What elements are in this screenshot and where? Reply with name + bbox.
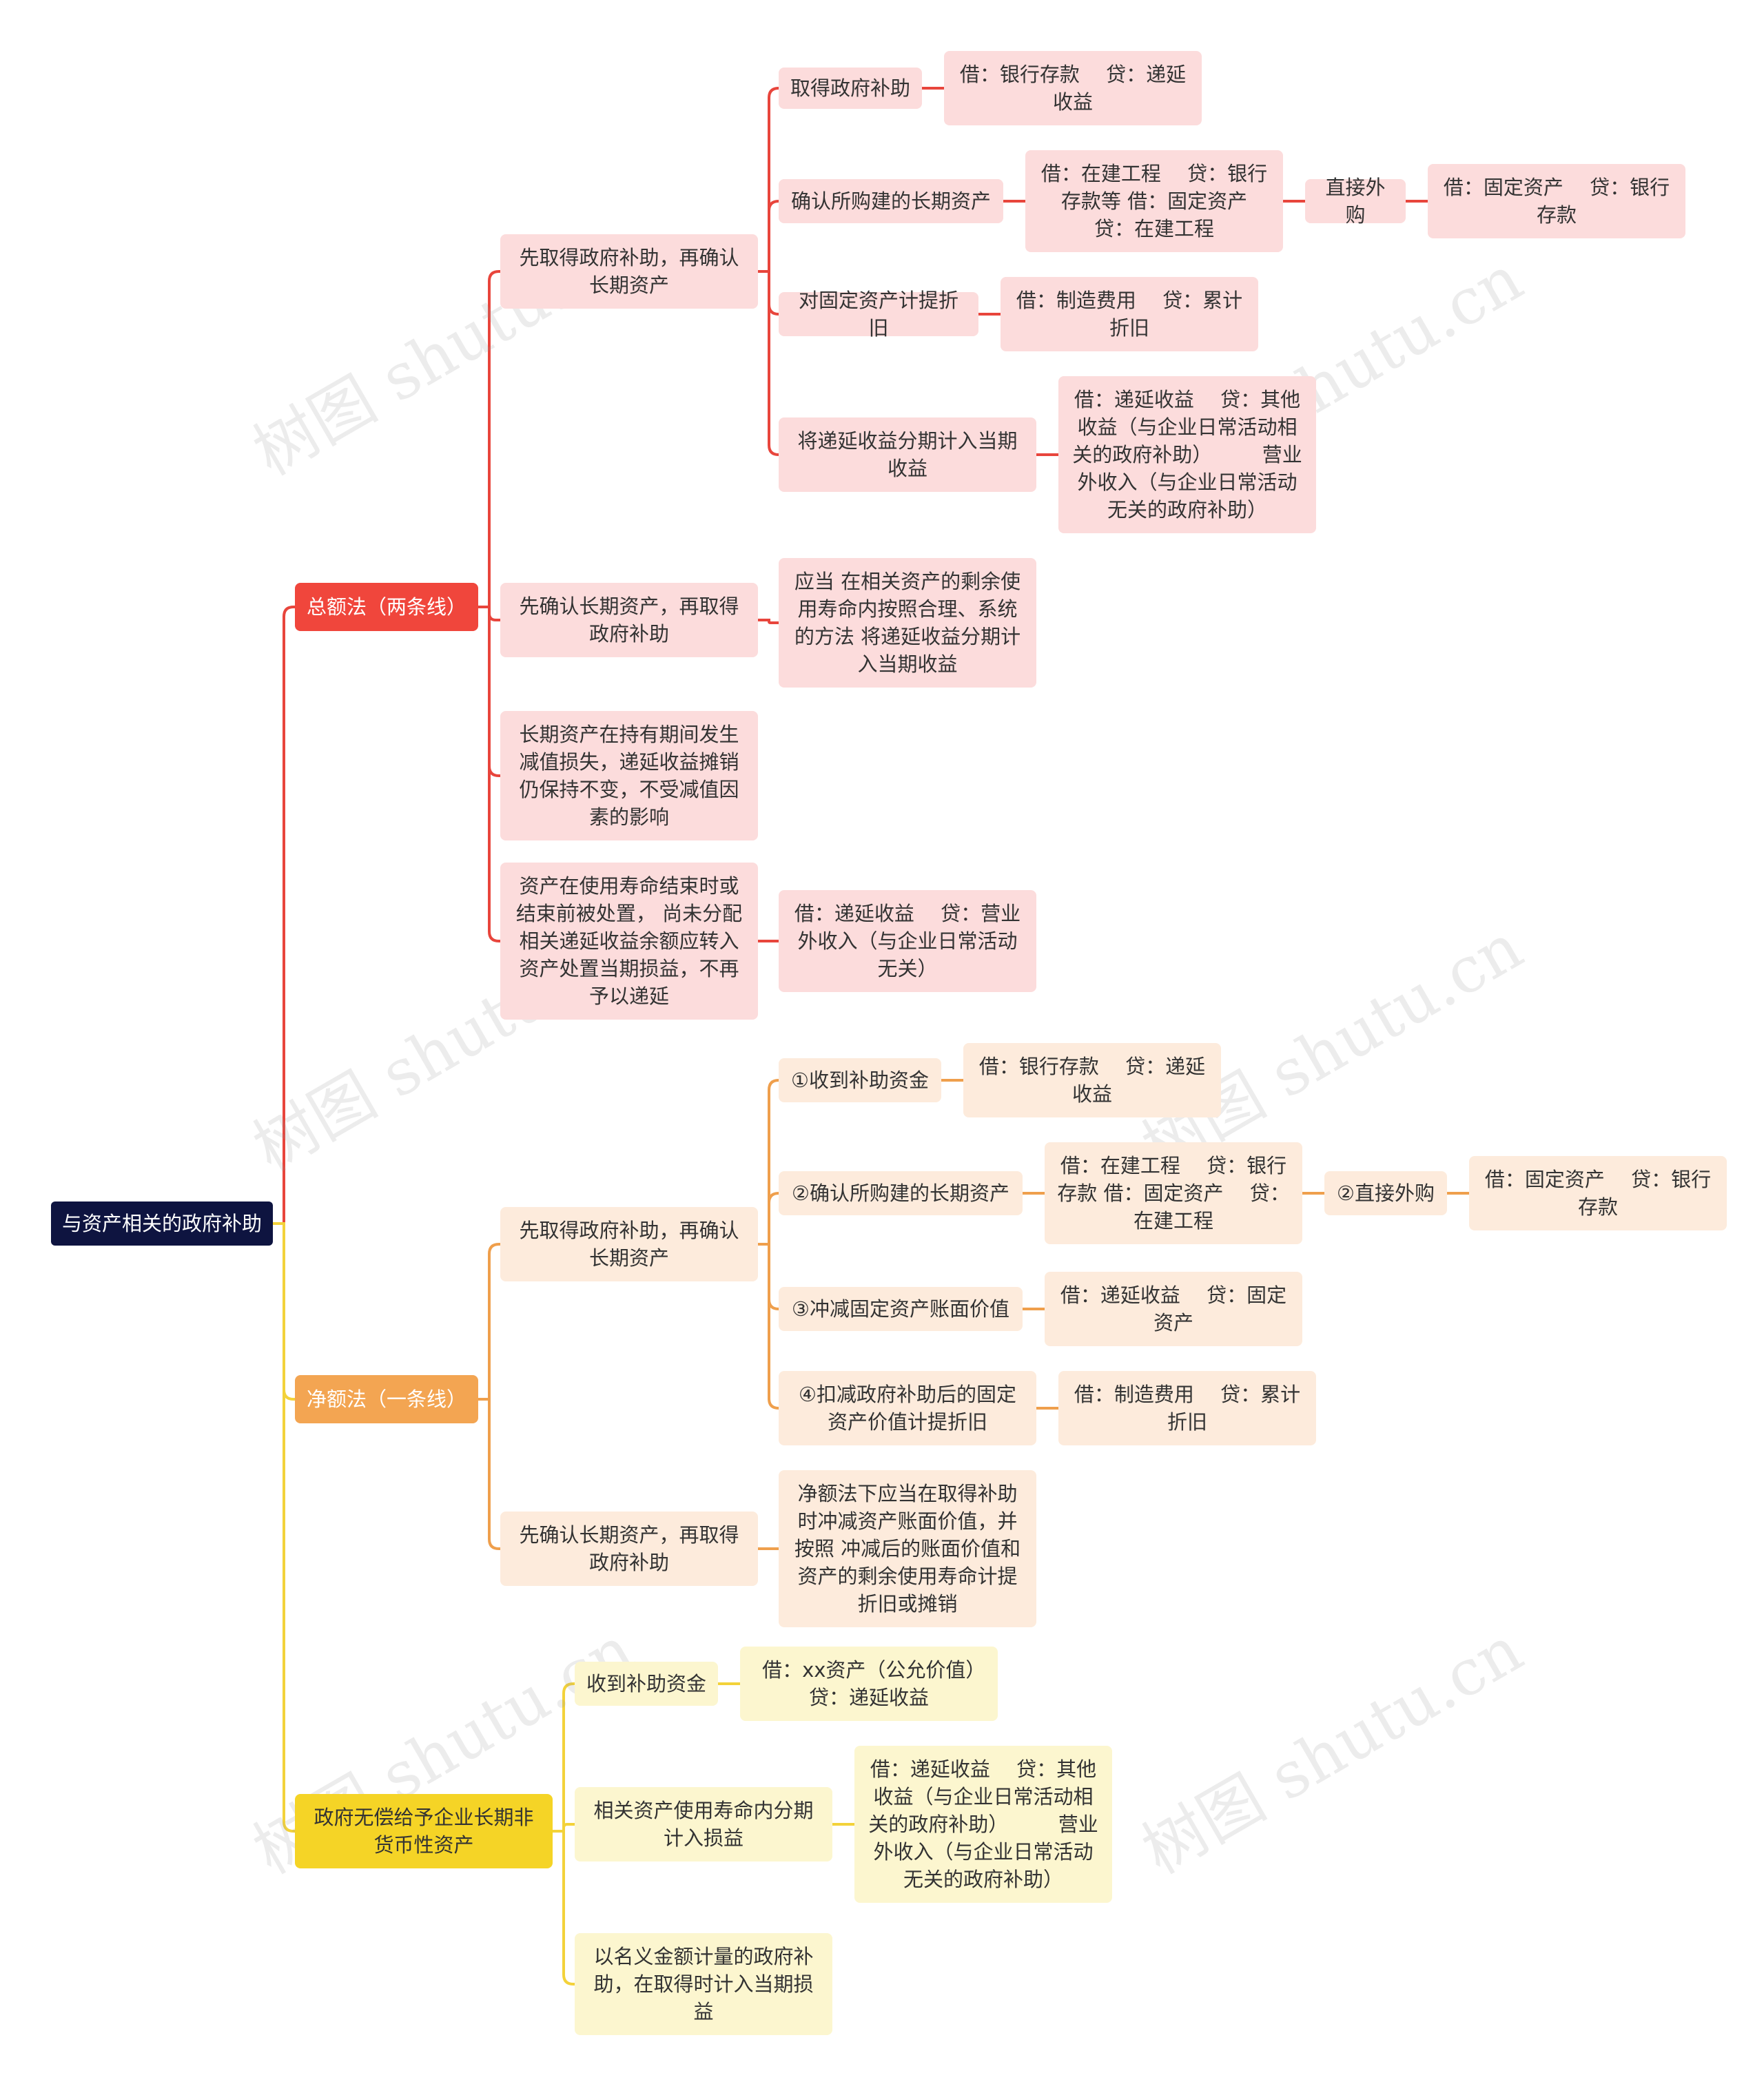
connector-line	[553, 1830, 575, 1986]
journal-entry[interactable]: 借：在建工程 贷：银行存款等 借：固定资产 贷：在建工程	[1025, 150, 1283, 252]
topic-nominal-amount[interactable]: 以名义金额计量的政府补助，在取得时计入当期损益	[575, 1933, 832, 2035]
topic-net-method[interactable]: 净额法（一条线）	[295, 1375, 478, 1423]
journal-entry[interactable]: 借：银行存款 贷：递延收益	[963, 1043, 1221, 1117]
topic-offset-book-value[interactable]: ③冲减固定资产账面价值	[779, 1287, 1023, 1331]
topic-receive-grant[interactable]: ①收到补助资金	[779, 1058, 941, 1102]
topic-detail[interactable]: 应当 在相关资产的剩余使用寿命内按照合理、系统的方法 将递延收益分期计入当期收益	[779, 558, 1036, 688]
connector-line	[758, 87, 779, 273]
root-node[interactable]: 与资产相关的政府补助	[51, 1201, 273, 1246]
connector-line	[758, 1192, 779, 1246]
connector-line	[478, 270, 500, 608]
topic-non-monetary-asset[interactable]: 政府无偿给予企业长期非货币性资产	[295, 1794, 553, 1868]
connector-line	[758, 1243, 779, 1410]
topic-total-method[interactable]: 总额法（两条线）	[295, 583, 478, 631]
journal-entry[interactable]: 借：固定资产 贷：银行存款	[1428, 164, 1685, 238]
topic-asset-first[interactable]: 先确认长期资产，再取得政府补助	[500, 1512, 758, 1586]
connector-line	[758, 200, 779, 273]
topic-disposal[interactable]: 资产在使用寿命结束时或结束前被处置， 尚未分配相关递延收益余额应转入资产处置当期…	[500, 863, 758, 1020]
topic-recognize-asset[interactable]: 确认所购建的长期资产	[779, 179, 1003, 223]
connector-line	[758, 619, 779, 624]
journal-entry[interactable]: 借：递延收益 贷：其他收益（与企业日常活动相关的政府补助） 营业外收入（与企业日…	[854, 1746, 1112, 1903]
journal-entry[interactable]: 借：递延收益 贷：固定资产	[1045, 1272, 1302, 1346]
topic-amortize-to-profit-loss[interactable]: 相关资产使用寿命内分期计入损益	[575, 1787, 832, 1861]
topic-grant-first[interactable]: 先取得政府补助，再确认长期资产	[500, 1207, 758, 1281]
journal-entry[interactable]: 借：递延收益 贷：营业外收入（与企业日常活动无关）	[779, 890, 1036, 992]
topic-recognize-asset[interactable]: ②确认所购建的长期资产	[779, 1171, 1023, 1215]
connector-line	[478, 1398, 500, 1550]
journal-entry[interactable]: 借：制造费用 贷：累计折旧	[1058, 1371, 1316, 1445]
journal-entry[interactable]: 借：在建工程 贷：银行存款 借：固定资产 贷：在建工程	[1045, 1142, 1302, 1244]
topic-receive-grant[interactable]: 取得政府补助	[779, 68, 922, 109]
connector-line	[478, 606, 500, 942]
connector-line	[758, 270, 779, 456]
connector-line	[273, 606, 295, 1225]
journal-entry[interactable]: 借：固定资产 贷：银行存款	[1469, 1156, 1727, 1230]
connector-line	[478, 1243, 500, 1401]
connector-line	[758, 1079, 779, 1246]
topic-detail[interactable]: 净额法下应当在取得补助时冲减资产账面价值，并按照 冲减后的账面价值和资产的剩余使…	[779, 1470, 1036, 1627]
topic-grant-first[interactable]: 先取得政府补助，再确认长期资产	[500, 234, 758, 309]
connector-line	[273, 1222, 295, 1833]
topic-direct-purchase[interactable]: 直接外购	[1305, 176, 1406, 227]
topic-depreciation[interactable]: 对固定资产计提折旧	[779, 289, 978, 340]
journal-entry[interactable]: 借：xx资产（公允价值） 贷：递延收益	[740, 1647, 998, 1721]
topic-amortize-deferred-income[interactable]: 将递延收益分期计入当期收益	[779, 417, 1036, 492]
journal-entry[interactable]: 借：递延收益 贷：其他收益（与企业日常活动相关的政府补助） 营业外收入（与企业日…	[1058, 376, 1316, 533]
topic-depreciation[interactable]: ④扣减政府补助后的固定资产价值计提折旧	[779, 1371, 1036, 1445]
journal-entry[interactable]: 借：制造费用 贷：累计折旧	[1001, 277, 1258, 351]
topic-asset-first[interactable]: 先确认长期资产，再取得政府补助	[500, 583, 758, 657]
journal-entry[interactable]: 借：银行存款 贷：递延收益	[944, 51, 1202, 125]
topic-direct-purchase[interactable]: ②直接外购	[1324, 1171, 1447, 1215]
connector-line	[553, 1682, 575, 1833]
topic-receive-grant[interactable]: 收到补助资金	[575, 1662, 718, 1706]
topic-impairment[interactable]: 长期资产在持有期间发生减值损失，递延收益摊销仍保持不变，不受减值因素的影响	[500, 711, 758, 840]
connector-line	[553, 1823, 575, 1833]
